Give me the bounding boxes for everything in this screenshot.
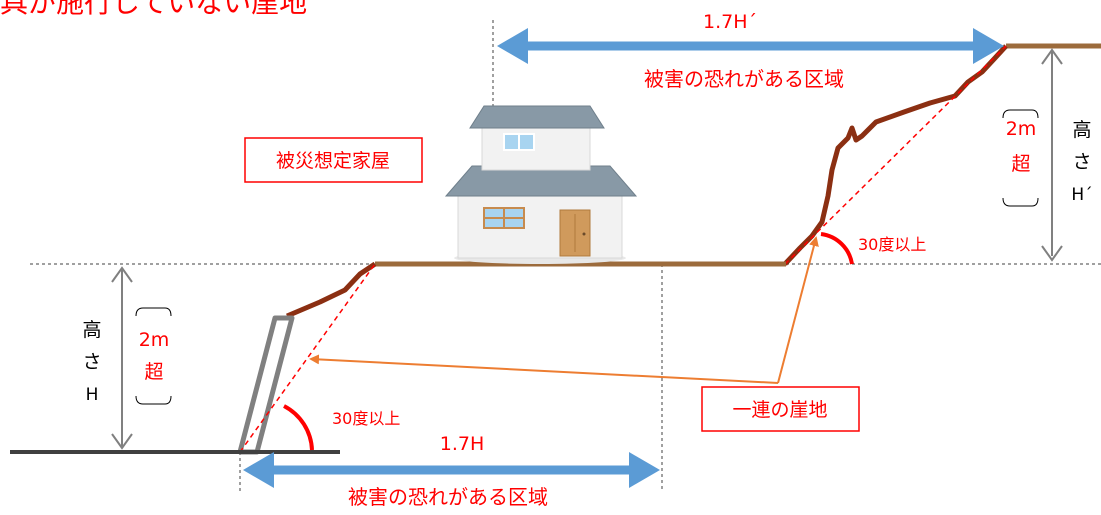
lower-angle-arc — [283, 404, 314, 451]
title-text: 具が施行していない崖地 — [0, 0, 307, 19]
lower-height-char-3: H — [86, 385, 99, 405]
lower-cliff-slope — [286, 261, 377, 319]
lower-height-arrow — [111, 266, 133, 450]
upper-angle-arc — [820, 232, 854, 265]
lower-exceed-bracket-bottom — [135, 395, 172, 405]
continuous-cliff-label: 一連の崖地 — [732, 399, 827, 421]
lower-height-char-2: さ — [82, 351, 101, 373]
pointer-line-to-lower-cliff — [309, 354, 779, 384]
upper-cliff-angle-line — [784, 45, 1007, 265]
upper-exceed-suffix: 超 — [1011, 153, 1030, 175]
lower-height-char-1: 高 — [82, 319, 101, 341]
house-label-box — [244, 137, 423, 183]
lower-angle-label: 30度以上 — [332, 409, 400, 428]
continuous-cliff-box — [701, 386, 860, 432]
upper-height-char-3: H´ — [1071, 185, 1092, 205]
lower-exceed-suffix: 超 — [144, 361, 163, 383]
lower-distance-arrow — [243, 452, 660, 488]
lower-exceed-bracket-top — [135, 307, 172, 317]
upper-height-char-1: 高 — [1072, 119, 1091, 141]
upper-height-char-2: さ — [1072, 151, 1091, 173]
upper-exceed-value: 2m — [1006, 118, 1037, 140]
upper-exceed-bracket-top — [1002, 109, 1039, 119]
upper-cliff-slope — [783, 44, 1008, 266]
lower-zone-label: 被害の恐れがある区域 — [348, 485, 548, 509]
upper-distance-arrow — [497, 28, 1004, 64]
lower-distance-label: 1.7H — [440, 433, 485, 455]
lower-exceed-value: 2m — [139, 329, 170, 351]
lower-cliff-angle-line — [239, 263, 376, 453]
upper-zone-label: 被害の恐れがある区域 — [644, 67, 844, 91]
upper-exceed-bracket-bottom — [1002, 197, 1039, 207]
house-label: 被災想定家屋 — [276, 150, 390, 172]
upper-angle-label: 30度以上 — [858, 235, 926, 254]
house-icon — [444, 105, 638, 264]
upper-distance-label: 1.7H´ — [703, 11, 757, 33]
pointer-line-to-upper-cliff — [777, 236, 819, 384]
upper-height-arrow — [1041, 48, 1063, 262]
retaining-wall — [237, 315, 295, 455]
